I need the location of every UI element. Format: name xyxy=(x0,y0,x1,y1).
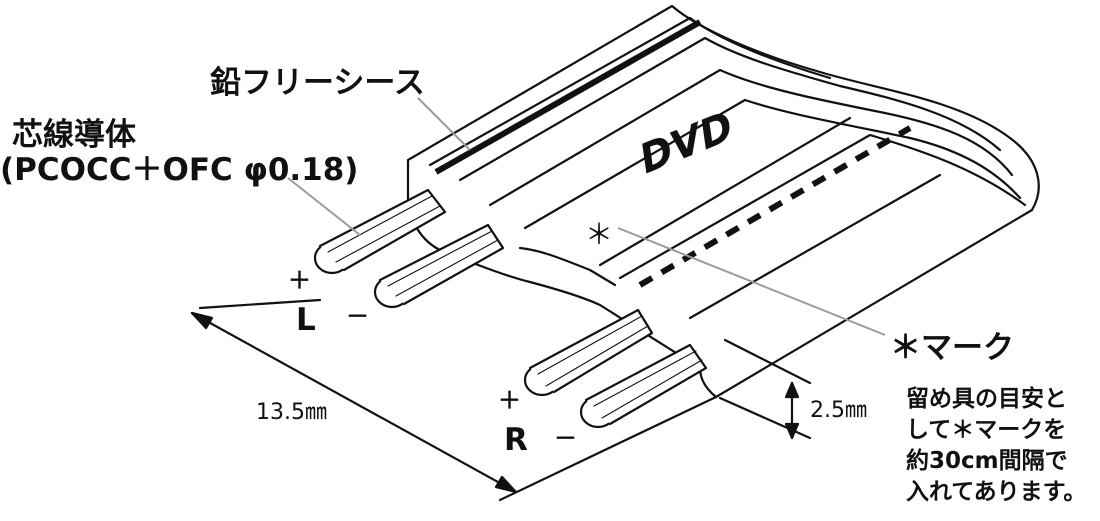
thickness-arrow-top xyxy=(784,381,800,399)
rib-line xyxy=(488,68,1014,207)
mark-note-line: 留め具の目安と xyxy=(906,386,1067,412)
width-dim-ext-right xyxy=(498,395,718,502)
width-dim-ext-left xyxy=(198,298,322,310)
mark-label: ＊マーク xyxy=(890,330,1014,366)
mark-note-line: 約30cm間隔で xyxy=(906,448,1068,474)
rib-line xyxy=(523,98,1022,230)
thickness-dimension-label: 2.5㎜ xyxy=(810,398,867,423)
leader-mark xyxy=(617,227,886,336)
dashed-mark-line xyxy=(638,125,912,288)
l-minus-sign: － xyxy=(346,304,369,330)
rib-line xyxy=(688,173,942,320)
r-plus-sign: ＋ xyxy=(498,388,521,414)
center-groove xyxy=(518,246,617,287)
conductor-r-plus xyxy=(528,308,654,394)
leader-conductor xyxy=(287,177,361,236)
conductor-r-minus xyxy=(584,343,708,426)
mark-note-line: 入れてあります。 xyxy=(906,479,1087,505)
leader-sheath xyxy=(417,97,471,151)
rib-line xyxy=(618,133,1027,280)
r-channel-label: R xyxy=(504,422,528,458)
sheath-stripe xyxy=(434,19,702,175)
conductor-label-line2: (PCOCC＋OFC φ0.18) xyxy=(0,152,359,188)
conductor-label-line1: 芯線導体 xyxy=(12,117,136,153)
thickness-ext-bottom xyxy=(718,396,812,440)
width-dimension-line xyxy=(190,311,518,494)
r-minus-sign: － xyxy=(554,426,577,452)
width-arrow-left xyxy=(190,311,214,330)
mark-note-line: して＊マークを xyxy=(906,417,1067,443)
mark-note: 留め具の目安と して＊マークを 約30cm間隔で 入れてあります。 xyxy=(906,384,1086,508)
l-plus-sign: ＋ xyxy=(288,268,311,294)
width-arrow-right xyxy=(494,475,518,494)
sheath-label: 鉛フリーシース xyxy=(210,65,425,101)
rib-line xyxy=(598,116,852,267)
l-channel-label: L xyxy=(296,302,316,338)
conductor-l-minus xyxy=(378,223,505,306)
rib-line xyxy=(428,16,832,167)
rib-line xyxy=(458,36,1002,182)
asterisk-on-cable: ＊ xyxy=(585,218,613,251)
width-dimension-label: 13.5㎜ xyxy=(256,400,327,425)
conductor-l-plus xyxy=(318,188,447,272)
thickness-ext-top xyxy=(723,338,812,385)
